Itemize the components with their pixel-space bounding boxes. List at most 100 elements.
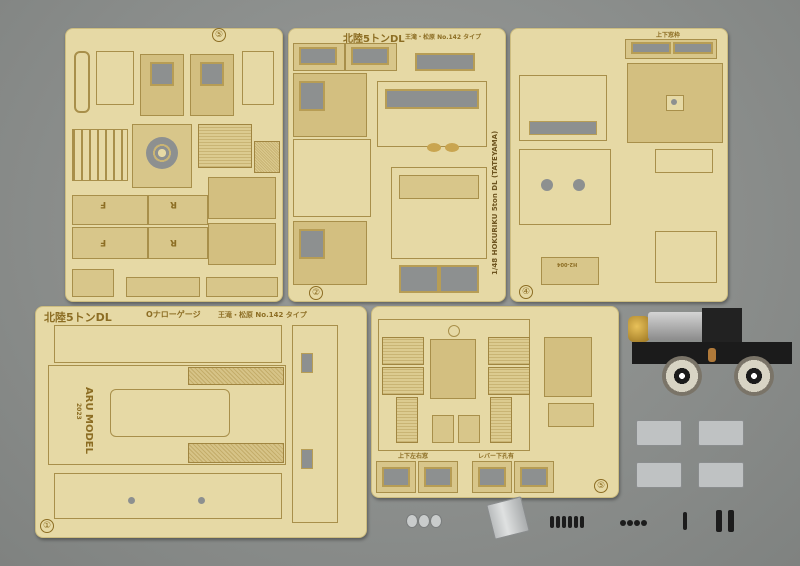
screw-long-3 bbox=[728, 510, 734, 532]
sheet-number: ④ bbox=[519, 285, 533, 299]
side-panel-f2 bbox=[72, 227, 148, 259]
deck-tread-lower bbox=[188, 443, 284, 463]
label-right: レバー下孔有 bbox=[478, 453, 515, 460]
maker-year: 2023 bbox=[75, 403, 82, 420]
hood-window bbox=[385, 89, 479, 109]
bottom-bracket bbox=[541, 257, 599, 285]
axle-box-3 bbox=[636, 462, 682, 488]
sheet-top-label: 上下窓枠 bbox=[656, 32, 681, 39]
side-panel-r1 bbox=[148, 195, 208, 225]
grille bbox=[72, 129, 128, 181]
hood-grille bbox=[399, 175, 479, 199]
frame-part-2 bbox=[208, 223, 276, 265]
pickup bbox=[708, 348, 716, 362]
end-beam-slot-1 bbox=[301, 353, 313, 373]
screw-5 bbox=[574, 516, 578, 528]
label-left: 上下左右窓 bbox=[398, 453, 429, 460]
window-c bbox=[478, 467, 506, 487]
lens-3 bbox=[430, 514, 442, 528]
wheel-left bbox=[662, 356, 702, 396]
screw-3 bbox=[562, 516, 566, 528]
window-a bbox=[382, 467, 410, 487]
etched-sheet-top-left: ⑤ F R F R bbox=[65, 28, 283, 302]
part-mark-f2: F bbox=[100, 237, 107, 247]
side-plate-lower bbox=[519, 149, 611, 225]
sheet-title: 北陸5トンDL bbox=[343, 34, 405, 45]
axle-box-2 bbox=[698, 420, 744, 446]
lens-1 bbox=[406, 514, 418, 528]
sheet-number: ① bbox=[40, 519, 54, 533]
roof-hole bbox=[671, 99, 677, 105]
lens-2 bbox=[418, 514, 430, 528]
door-window-left bbox=[150, 62, 174, 86]
screw-long-1 bbox=[683, 512, 687, 530]
screw-6 bbox=[580, 516, 584, 528]
sheet-number: ② bbox=[309, 286, 323, 300]
window-top-2 bbox=[673, 42, 713, 54]
side-panel-f1 bbox=[72, 195, 148, 225]
frame-bottom bbox=[54, 473, 282, 519]
window-b bbox=[424, 467, 452, 487]
side-hole-1 bbox=[541, 179, 553, 191]
nut-4 bbox=[641, 520, 647, 526]
frame-top bbox=[54, 325, 282, 363]
cab-bracket-left bbox=[96, 51, 134, 105]
side-hole-2 bbox=[573, 179, 585, 191]
end-beam-slot-2 bbox=[301, 449, 313, 469]
etched-sheet-4: 上下窓枠 H2-004 ④ bbox=[510, 28, 728, 302]
top-window bbox=[415, 53, 475, 71]
frame-hole-2 bbox=[198, 497, 205, 504]
vent-6 bbox=[490, 397, 512, 443]
cab-bracket-right bbox=[242, 51, 274, 105]
etched-sheet-1: 北陸5トンDL Oナローゲージ 王滝・松原 No.142 タイプ ARU MOD… bbox=[35, 306, 367, 538]
part-code: H2-004 bbox=[557, 261, 578, 267]
part-mark-f1: F bbox=[100, 199, 107, 209]
window-d bbox=[520, 467, 548, 487]
nut-1 bbox=[620, 520, 626, 526]
frame-hole-1 bbox=[128, 497, 135, 504]
latch-2 bbox=[458, 415, 480, 443]
lower-plate bbox=[655, 231, 717, 283]
bottom-window-2 bbox=[439, 265, 479, 293]
deck-inner-cutout bbox=[110, 389, 230, 437]
wheel-right bbox=[734, 356, 774, 396]
headlight-hole-1 bbox=[427, 143, 441, 152]
part-mark-r2: R bbox=[170, 237, 177, 247]
maker-name: ARU MODEL bbox=[83, 387, 94, 454]
end-beam bbox=[292, 325, 338, 523]
axle-box-4 bbox=[698, 462, 744, 488]
door-window-right bbox=[200, 62, 224, 86]
bottom-bar-1 bbox=[72, 269, 114, 297]
bottom-bar-2 bbox=[126, 277, 200, 297]
window-opening-1 bbox=[299, 47, 337, 65]
vent-1 bbox=[382, 337, 424, 365]
screw-1 bbox=[550, 516, 554, 528]
sheet-vertical-text: 1/48 HOKURIKU 5ton DL (TATEYAMA) bbox=[491, 130, 499, 275]
handrail bbox=[74, 51, 90, 113]
deck-tread-upper bbox=[188, 367, 284, 385]
cab-side-window-lower bbox=[299, 229, 325, 259]
vent-4 bbox=[488, 367, 530, 395]
flywheel bbox=[628, 316, 650, 342]
sheet-gauge: Oナローゲージ bbox=[146, 310, 201, 319]
dash-panel bbox=[655, 149, 713, 173]
motor-can bbox=[648, 312, 708, 340]
motor-chassis bbox=[622, 308, 792, 408]
screw-2 bbox=[556, 516, 560, 528]
sheet-subtitle: 王滝・松原 No.142 タイプ bbox=[218, 311, 307, 319]
cab-side-window-upper bbox=[299, 81, 325, 111]
vent-3 bbox=[488, 337, 530, 365]
motor-mount bbox=[702, 308, 742, 348]
fan-opening bbox=[146, 137, 178, 169]
etched-sheet-2: 北陸5トンDL 王滝・松原 No.142 タイプ 1/48 HOKURIKU 5… bbox=[288, 28, 506, 302]
part-mark-r1: R bbox=[170, 199, 177, 209]
nut-2 bbox=[627, 520, 633, 526]
bottom-bar-3 bbox=[206, 277, 278, 297]
side-plate-opening bbox=[529, 121, 597, 135]
vent-2 bbox=[382, 367, 424, 395]
vent-5 bbox=[396, 397, 418, 443]
hinge-panel bbox=[293, 139, 371, 217]
headlight-hole-2 bbox=[445, 143, 459, 152]
lamp-hole bbox=[448, 325, 460, 337]
small-mesh bbox=[254, 141, 280, 173]
